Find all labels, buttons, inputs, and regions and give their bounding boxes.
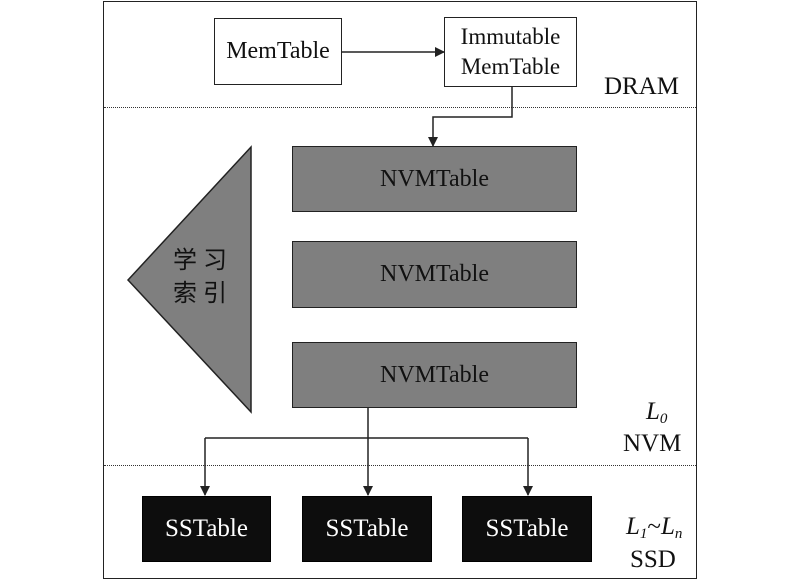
dram-nvm-separator: [104, 107, 696, 108]
l0-letter: L: [646, 398, 660, 425]
sstable-2: SSTable: [302, 496, 432, 562]
sstable-3: SSTable: [462, 496, 592, 562]
nvmtable-3: NVMTable: [292, 342, 577, 408]
learned-index-line1: 学习: [173, 246, 233, 274]
immutable-label-line1: Immutable: [460, 24, 561, 49]
ln-subscript: n: [674, 526, 683, 542]
immutable-label-line2: MemTable: [460, 54, 561, 79]
memtable-label: MemTable: [226, 38, 330, 64]
nvmtable-3-label: NVMTable: [380, 361, 489, 388]
nvmtable-2-label: NVMTable: [380, 261, 489, 287]
nvmtable-1-label: NVMTable: [380, 165, 489, 192]
sstable-3-label: SSTable: [485, 515, 569, 542]
l1-letter: L: [626, 513, 640, 540]
dram-zone-label: DRAM: [604, 73, 680, 100]
nvm-ssd-separator: [104, 465, 696, 466]
sstable-1: SSTable: [142, 496, 271, 562]
l0-zone-label: L0: [646, 398, 667, 428]
nvmtable-2: NVMTable: [292, 241, 577, 308]
l1-subscript: 1: [639, 526, 648, 542]
diagram-frame: [103, 1, 697, 579]
l1-ln-zone-label: L1~Ln: [626, 513, 682, 543]
learned-index-label: 学习 索引: [168, 244, 238, 310]
sstable-1-label: SSTable: [165, 515, 248, 542]
learned-index-triangle: [126, 145, 252, 414]
sstable-2-label: SSTable: [325, 515, 409, 542]
immutable-memtable-box: Immutable MemTable: [444, 17, 577, 87]
nvm-zone-label: NVM: [623, 430, 682, 457]
nvmtable-1: NVMTable: [292, 146, 577, 212]
l0-subscript: 0: [659, 411, 668, 427]
ssd-zone-label: SSD: [630, 546, 676, 573]
immutable-to-nvm-arrow: [428, 86, 513, 147]
ln-letter: L: [660, 513, 675, 540]
tilde: ~: [647, 513, 661, 540]
memtable-box: MemTable: [214, 18, 342, 85]
learned-index-line2: 索引: [173, 279, 233, 307]
